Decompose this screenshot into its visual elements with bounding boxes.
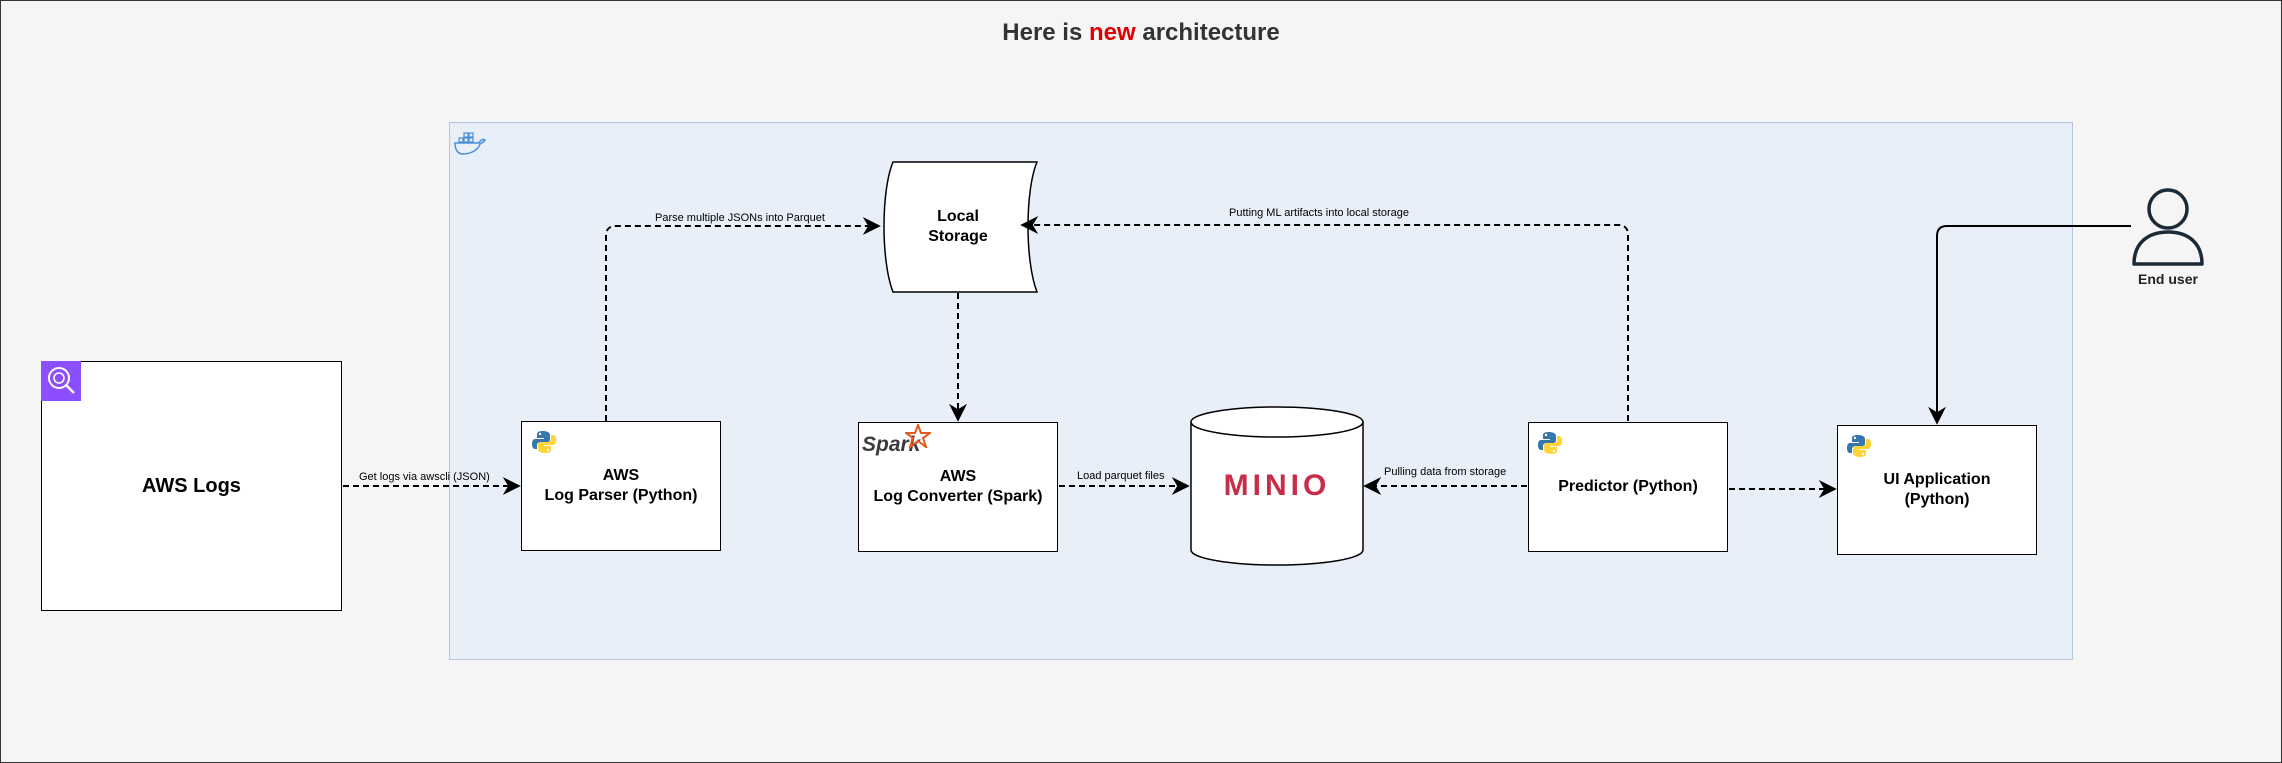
python-icon: [1847, 435, 1871, 457]
local-storage-label: Local Storage: [928, 208, 988, 245]
title-suffix: architecture: [1135, 19, 1280, 46]
predictor-node[interactable]: Predictor (Python): [1528, 422, 1728, 552]
ui-application-label: UI Application (Python): [1883, 471, 1991, 508]
python-icon: [532, 431, 556, 453]
person-icon[interactable]: [2131, 187, 2205, 267]
aws-cloudwatch-logs-icon: [41, 361, 81, 401]
log-converter-node[interactable]: AWS Log Converter (Spark): [858, 422, 1058, 552]
edge-parse-json: [605, 217, 881, 421]
edge-label-get-logs: Get logs via awscli (JSON): [359, 471, 490, 483]
local-storage-node[interactable]: [877, 161, 1039, 293]
edge-label-load-parquet: Load parquet files: [1077, 470, 1165, 482]
docker-whale-icon: [454, 132, 486, 155]
python-icon: [1538, 432, 1562, 454]
log-parser-label: AWS Log Parser (Python): [544, 467, 698, 504]
edge-put-artifacts: [1020, 216, 1629, 421]
aws-logs-label: AWS Logs: [142, 475, 241, 497]
log-converter-label: AWS Log Converter (Spark): [873, 468, 1043, 505]
edge-label-put-artifacts: Putting ML artifacts into local storage: [1229, 207, 1409, 219]
docker-container-group: [449, 122, 2073, 660]
edge-user-to-ui: [1928, 225, 2131, 425]
end-user-label: End user: [2138, 271, 2198, 287]
title-prefix: Here is: [1002, 19, 1089, 46]
spark-logo-text: Spark: [862, 433, 921, 456]
title-highlight: new: [1088, 19, 1136, 46]
spark-logo-icon: Spark: [862, 424, 932, 458]
aws-logs-node[interactable]: AWS Logs: [41, 361, 342, 611]
diagram-title: Here is new architecture: [1, 19, 2281, 47]
edge-label-pull-data: Pulling data from storage: [1384, 466, 1507, 478]
minio-label: MINIO: [1223, 469, 1331, 502]
minio-storage-node[interactable]: [1190, 406, 1364, 566]
predictor-label: Predictor (Python): [1558, 478, 1698, 495]
edge-label-parse-json: Parse multiple JSONs into Parquet: [655, 212, 825, 224]
